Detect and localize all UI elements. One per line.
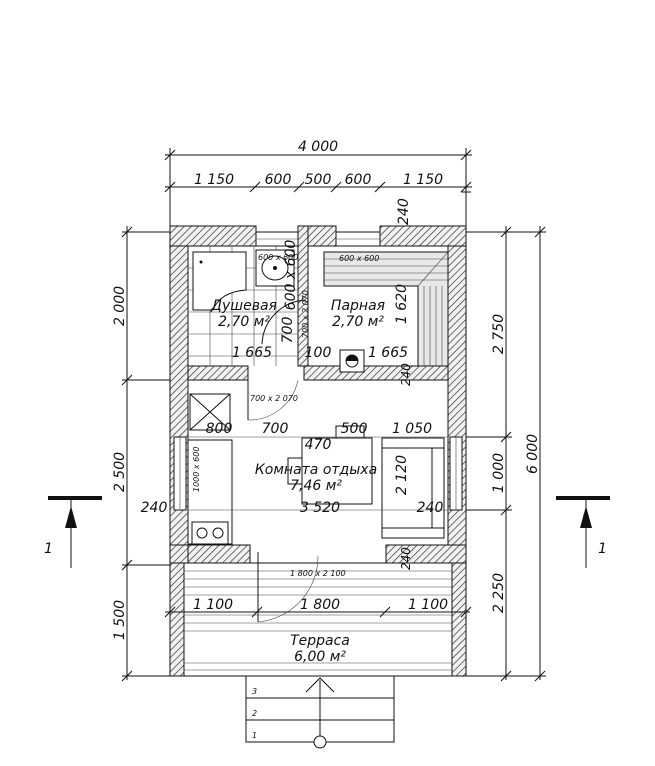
dim-top-seg-5: 1 150 [403, 172, 443, 188]
window-sauna-label: 600 x 600 [339, 254, 379, 263]
dim-overall-width: 4 000 [298, 139, 338, 155]
top-dimensions: 4 000 1 150 600 500 600 1 150 240 [164, 139, 472, 232]
dim-right-3: 2 250 [491, 573, 507, 613]
dim-top-seg-3: 500 [305, 172, 332, 188]
dim-sauna-depth: 1 620 [394, 284, 410, 324]
door-shower-label: 700 x 2 070 [301, 290, 310, 338]
room-shower-area: 2,70 м² [218, 314, 270, 330]
window-shower-label: 600 x 600 [258, 253, 298, 262]
room-terrace-name: Терраса [290, 633, 350, 649]
cooktop-icon [191, 521, 229, 545]
dim-room-width: 3 520 [300, 500, 340, 516]
sink-icon [255, 249, 295, 287]
dim-shower-door: 700 [280, 317, 296, 344]
dim-corridor-a: 800 [206, 421, 233, 437]
stove-icon [339, 349, 365, 373]
right-dimensions: 2 750 1 000 2 250 6 000 [466, 226, 546, 682]
dim-top-seg-4: 600 [345, 172, 372, 188]
section-label-left: 1 [44, 541, 53, 557]
dim-shower-width: 1 665 [232, 345, 272, 361]
room-terrace-area: 6,00 м² [294, 649, 346, 665]
stair-step-3: 3 [252, 687, 257, 696]
shower-room: 600 x 600 Душевая 2,70 м² 1 665 700 600 … [188, 231, 310, 366]
window-left-label: 1000 x 600 [192, 447, 201, 492]
dim-left-3: 1 500 [112, 600, 128, 640]
dim-overall-depth: 6 000 [525, 434, 541, 474]
dim-room-depth: 2 120 [394, 455, 410, 495]
dim-terrace-left: 1 100 [193, 597, 233, 613]
room-shower-name: Душевая [210, 298, 277, 314]
wardrobe-icon [189, 393, 231, 431]
stair-step-1: 1 [252, 731, 257, 740]
room-sauna-area: 2,70 м² [332, 314, 384, 330]
dim-corridor-c: 500 [341, 421, 368, 437]
sofa-icon [381, 437, 445, 539]
dim-right-1: 2 750 [491, 314, 507, 354]
dim-top-seg-1: 1 150 [194, 172, 234, 188]
terrace: 1 800 x 2 100 1 100 1 800 1 100 240 Терр… [164, 547, 472, 677]
dim-room-mid: 470 [305, 437, 332, 453]
dim-terrace-right: 1 100 [408, 597, 448, 613]
dim-wall-terrace: 240 [399, 547, 413, 570]
room-lounge-name: Комната отдыха [255, 462, 377, 478]
door-terrace-label: 1 800 x 2 100 [290, 569, 346, 578]
dim-top-seg-2: 600 [265, 172, 292, 188]
left-dimensions: 2 000 2 500 1 500 [112, 226, 172, 682]
dim-right-2: 1 000 [491, 453, 507, 493]
dim-corridor-b: 700 [262, 421, 289, 437]
dim-terrace-door: 1 800 [300, 597, 340, 613]
section-mark-left: 1 [44, 496, 102, 568]
shower-tray-icon [192, 251, 247, 311]
dim-wall-right: 240 [417, 500, 444, 516]
dim-corridor-d: 1 050 [392, 421, 432, 437]
dim-partition: 100 [305, 345, 332, 361]
dim-sauna-width: 1 665 [368, 345, 408, 361]
door-room-label: 700 x 2 070 [250, 394, 298, 403]
lounge-room: 700 x 2 070 1000 x 600 1000 x 600 [141, 370, 463, 545]
stair-step-2: 2 [252, 709, 257, 718]
section-mark-right: 1 [556, 496, 610, 568]
dim-shower-window: 600 x 600 [283, 240, 299, 311]
dim-wall-top: 240 [396, 198, 412, 225]
room-lounge-area: 7,46 м² [290, 478, 342, 494]
sauna-room: 600 x 600 Парная 2,70 м² 1 665 100 1 620… [305, 231, 449, 386]
room-sauna-name: Парная [331, 298, 385, 314]
section-label-right: 1 [598, 541, 607, 557]
dim-wall-left: 240 [141, 500, 168, 516]
entry-stairs: 3 2 1 [245, 675, 395, 749]
dim-wall-sauna: 240 [399, 363, 413, 386]
dim-left-1: 2 000 [112, 286, 128, 326]
table-icon [287, 425, 373, 505]
dim-left-2: 2 500 [112, 452, 128, 492]
